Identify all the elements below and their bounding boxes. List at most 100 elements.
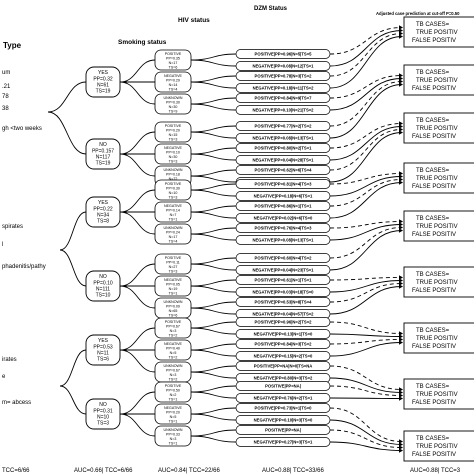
type-fragment: um (2, 70, 10, 76)
hiv-ts: TS=6 (169, 314, 178, 318)
hiv-pp: PP=0.67 (166, 325, 180, 329)
hiv-to-dzm-edge (190, 279, 237, 287)
dzm-to-result-edge (329, 227, 403, 259)
smoking-pp: PP=0.32 (93, 77, 113, 83)
dzm-label: POSITIVE|PP=0.86|N=1|TS=1 (255, 204, 313, 209)
dzm-node (235, 223, 331, 233)
dzm-node (235, 425, 331, 435)
dzm-label: NEGATIVE|PP=0.13|N=1|TS=0 (254, 332, 313, 337)
hiv-node (154, 253, 192, 275)
dzm-node (235, 235, 331, 245)
dzm-node (235, 361, 331, 371)
hiv-pp: PP=0.33 (166, 433, 180, 437)
hiv-node (154, 223, 192, 245)
true-positive-label: TRUE POSITIV (416, 444, 458, 450)
hiv-to-dzm-edge (190, 81, 237, 89)
hiv-status-label: UNKNOWN (164, 364, 183, 368)
hiv-to-dzm-edge (190, 97, 237, 105)
dzm-node (235, 415, 331, 425)
dzm-label: NEGATIVE|PP=0.15|N=2|TS=0 (254, 354, 313, 359)
dzm-node (235, 121, 331, 131)
dzm-to-result-edge (329, 397, 403, 399)
arrow-head (399, 127, 403, 132)
result-box-frame (403, 162, 474, 194)
dzm-label: POSITIVE|PP=NA| (265, 428, 301, 433)
smoking-to-hiv-edge (119, 285, 156, 309)
hiv-to-dzm-edge (190, 321, 237, 329)
hiv-to-dzm-edge (190, 233, 237, 241)
hiv-status-label: POSITIVE (165, 256, 182, 260)
hiv-to-dzm-edge (190, 413, 237, 421)
tree-edges (47, 25, 403, 453)
smoking-n: N=117 (96, 155, 111, 161)
dzm-node (235, 93, 331, 103)
hiv-node (154, 275, 192, 297)
hiv-to-dzm-edge (190, 189, 237, 197)
smoking-to-hiv-edge (119, 413, 156, 437)
hiv-header: HIV status (178, 17, 210, 24)
type-fragment: 38 (2, 106, 9, 112)
arrow-head (399, 73, 403, 78)
hiv-n: N=3 (170, 437, 177, 441)
dzm-to-result-edge (329, 429, 403, 448)
hiv-ts: TS=3 (169, 270, 178, 274)
hiv-node (154, 339, 192, 361)
true-positive-label: TRUE POSITIV (416, 280, 458, 286)
smoking-n: N=34 (97, 213, 109, 219)
type-fragment: .21 (2, 84, 11, 90)
smoking-ts: TS=6 (97, 357, 109, 363)
hiv-n: N=3 (170, 373, 177, 377)
smoking-header: Smoking status (118, 39, 167, 46)
hiv-to-dzm-edge (190, 205, 237, 213)
hiv-ts: TS=2 (169, 334, 178, 338)
hiv-to-dzm-edge (190, 169, 237, 177)
hiv-to-dzm-edge (190, 349, 237, 357)
type-to-smoking-edge (59, 211, 87, 251)
tb-cases-label: TB CASES= (416, 118, 450, 124)
dzm-to-result-edge (329, 36, 403, 89)
hiv-ts: TS=2 (169, 356, 178, 360)
arrow-head (399, 130, 403, 135)
dzm-to-result-edge (329, 286, 403, 315)
arrow-head (399, 278, 403, 283)
hiv-n: N=17 (169, 235, 178, 239)
tb-cases-label: TB CASES= (416, 384, 450, 390)
dzm-node (235, 165, 331, 175)
arrow-head (399, 281, 403, 286)
dzm-node (235, 155, 331, 165)
hiv-node (154, 317, 192, 339)
hiv-pp: PP=0.24 (166, 231, 180, 235)
true-positive-label: TRUE POSITIV (416, 126, 458, 132)
arrow-head (399, 340, 403, 345)
hiv-to-dzm-edge (190, 103, 237, 111)
arrow-head (399, 225, 403, 230)
hiv-status-label: NEGATIVE (164, 74, 183, 78)
hiv-pp: PP=0.67 (166, 369, 180, 373)
dzm-to-result-edge (329, 283, 403, 303)
hiv-status-label: NEGATIVE (164, 204, 183, 208)
dzm-node (235, 275, 331, 285)
footer-left: TCC=6/66 (2, 468, 30, 474)
hiv-node (154, 425, 192, 447)
dzm-node (235, 317, 331, 327)
smoking-pp: PP=0.31 (93, 409, 113, 415)
result-box-frame (403, 16, 474, 48)
dzm-label: NEGATIVE|PP=0.02|N=6|TS=0 (254, 216, 313, 221)
hiv-node (154, 201, 192, 223)
dzm-to-result-edge (329, 27, 403, 55)
smoking-status-label: YES (98, 200, 109, 206)
tb-cases-label: TB CASES= (416, 216, 450, 222)
smoking-n: N=61 (97, 83, 109, 89)
hiv-n: N=30 (169, 105, 178, 109)
hiv-status-label: UNKNOWN (164, 428, 183, 432)
tb-cases-label: TB CASES= (416, 168, 450, 174)
hiv-n: N=2 (170, 393, 177, 397)
false-positive-label: FALSE POSITIV (412, 134, 456, 140)
arrow-head (399, 331, 403, 336)
hiv-node (154, 93, 192, 115)
smoking-node (85, 334, 121, 366)
dzm-node (235, 351, 331, 361)
hiv-ts: TS=4 (169, 88, 178, 92)
hiv-status-label: POSITIVE (165, 320, 182, 324)
